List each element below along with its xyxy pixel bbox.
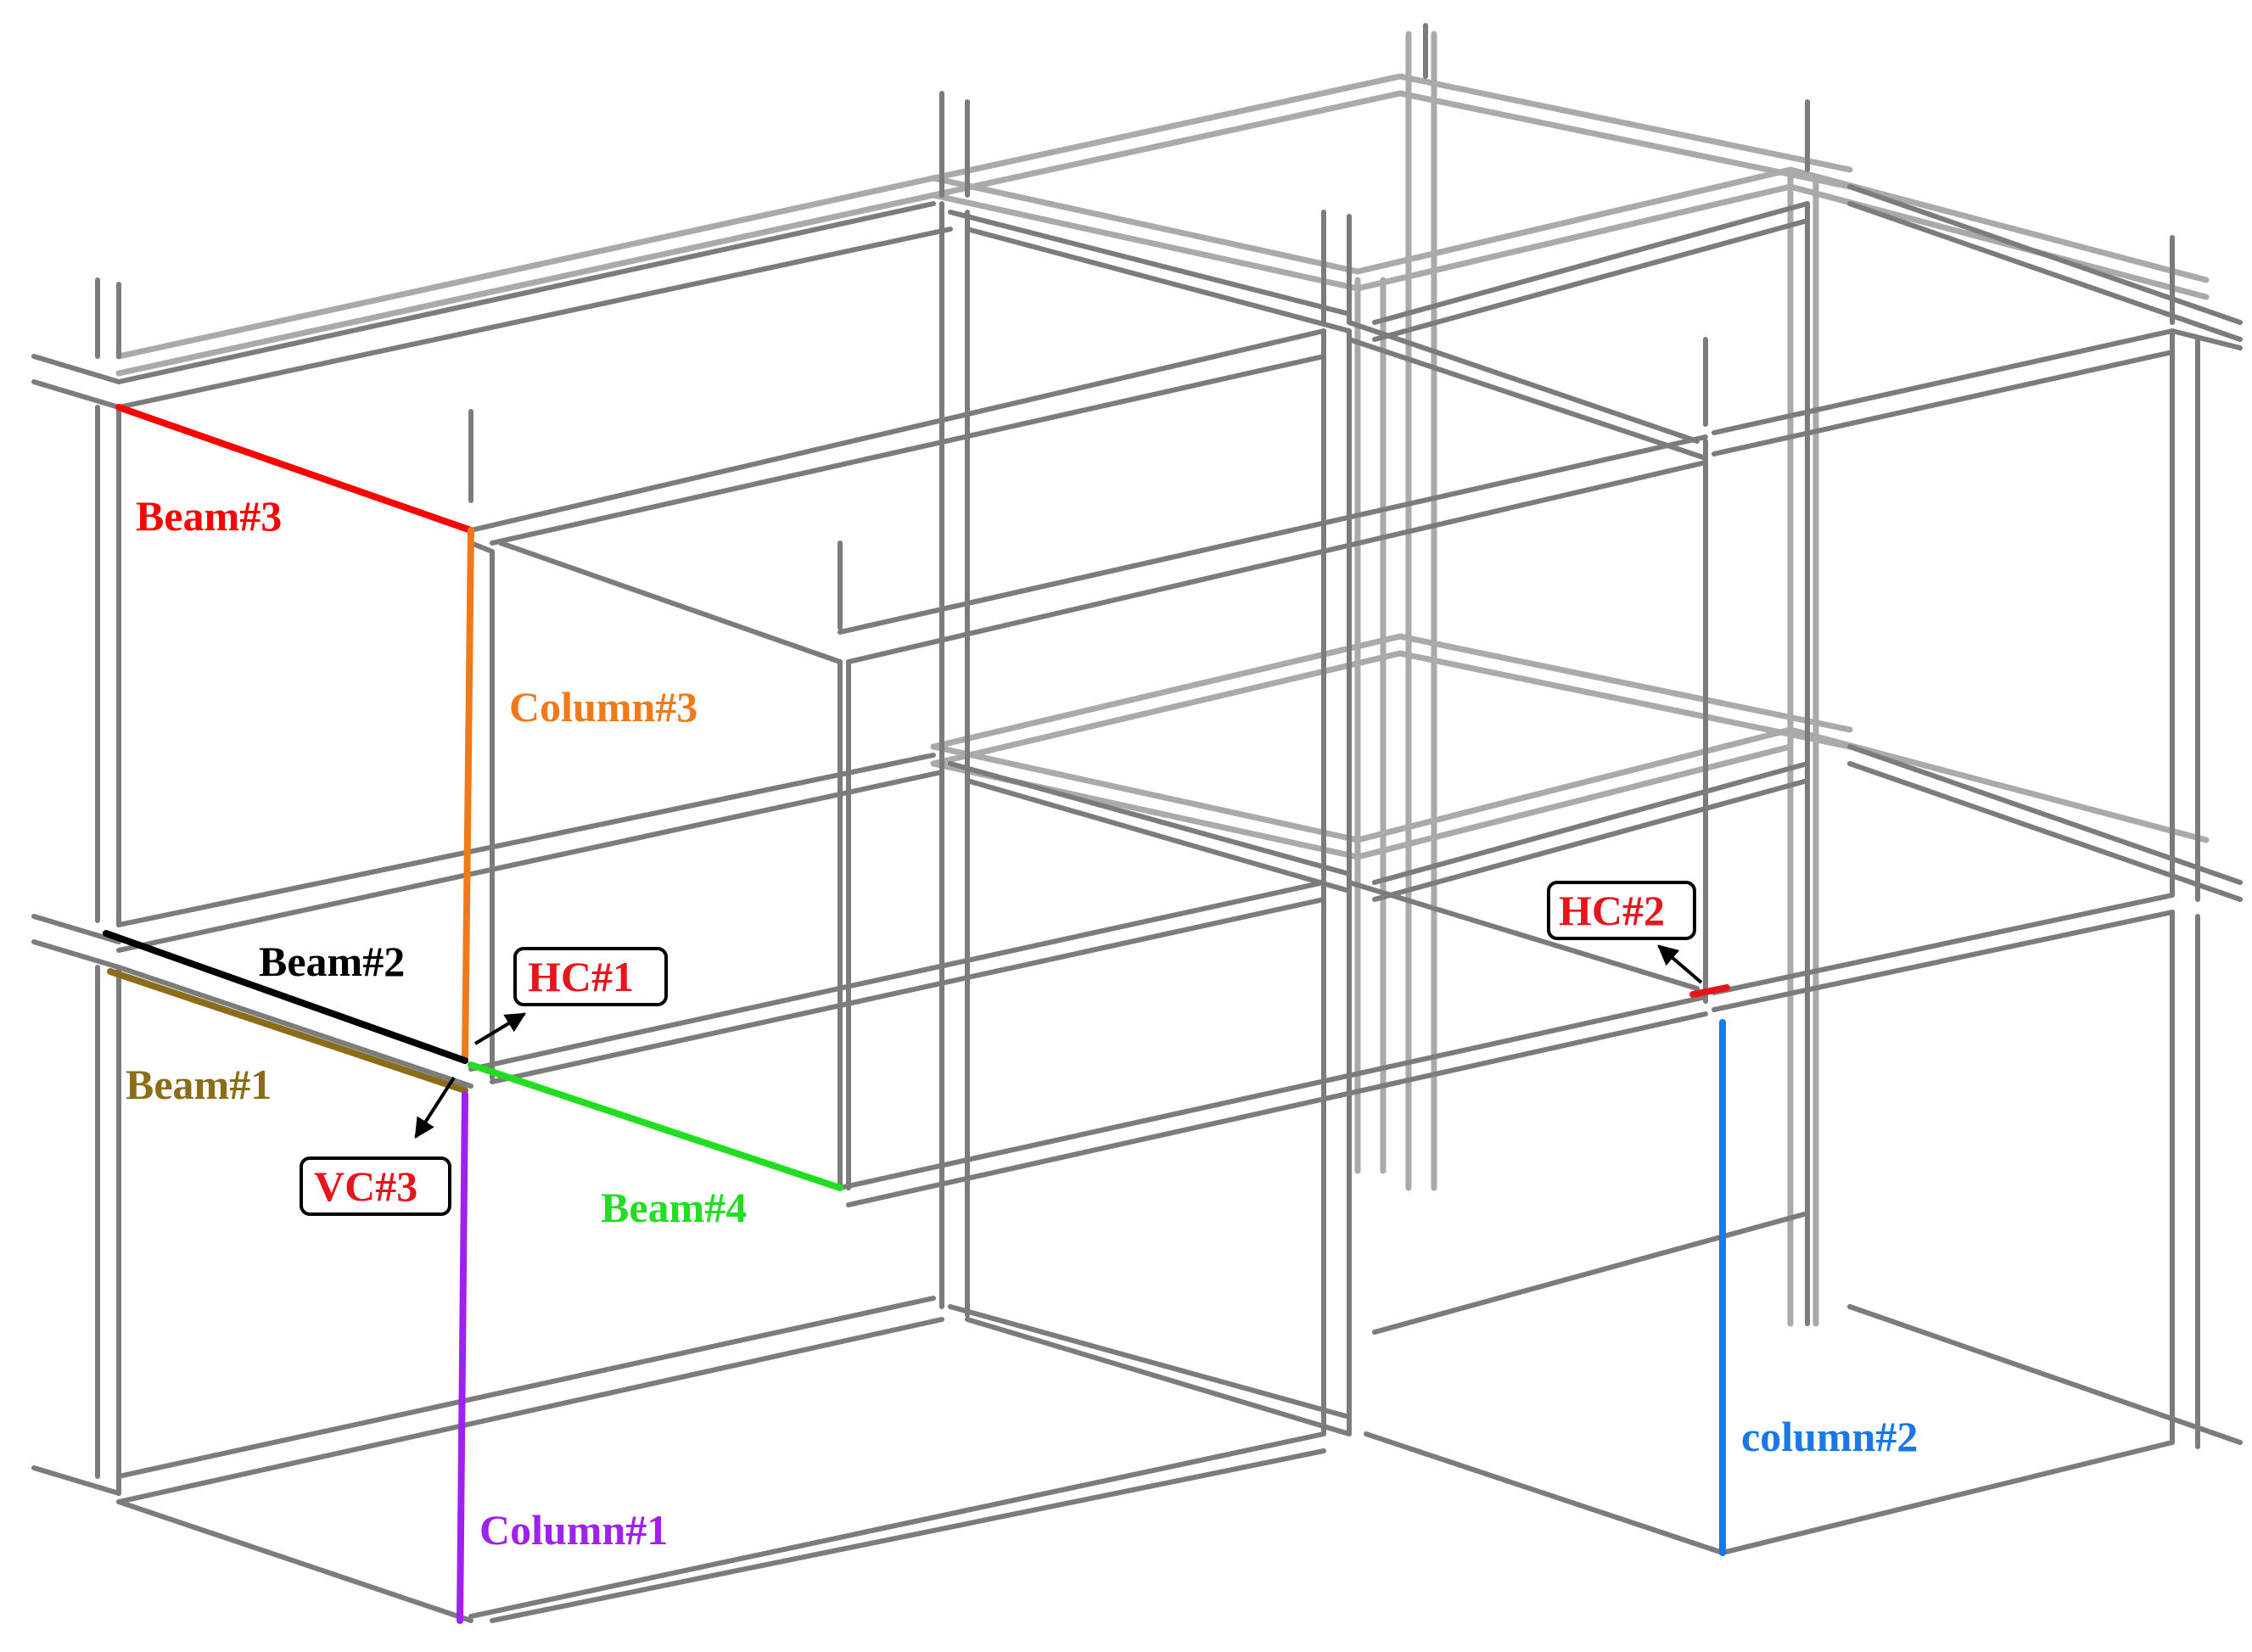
hc1-label: HC#1 [528, 953, 634, 1000]
main-frame-grid [31, 23, 2243, 1623]
column1-member [457, 1091, 468, 1624]
beam4-label: Beam#4 [601, 1184, 747, 1231]
vc3-tag: VC#3 [300, 1156, 451, 1216]
beam1-label: Beam#1 [126, 1061, 272, 1108]
beam2-member [103, 930, 468, 1064]
column1-label: Column#1 [479, 1506, 668, 1554]
column2-label: column#2 [1741, 1413, 1918, 1460]
beam1-member [107, 968, 468, 1094]
beam3-member [115, 404, 474, 534]
vc3-label: VC#3 [314, 1162, 417, 1210]
hc2-connection-mark [1689, 984, 1730, 998]
hc1-arrow [473, 1012, 527, 1045]
hc2-label: HC#2 [1559, 887, 1665, 934]
beam4-member [468, 1061, 843, 1191]
hc2-tag: HC#2 [1547, 881, 1696, 940]
beam2-label: Beam#2 [259, 938, 405, 985]
hc2-arrow [1657, 944, 1703, 984]
column3-member [462, 527, 474, 1064]
far-frame-grid [115, 31, 2210, 1327]
vc3-arrow [414, 1076, 456, 1140]
beam3-label: Beam#3 [136, 492, 282, 540]
column3-label: Column#3 [509, 683, 697, 731]
hc1-tag: HC#1 [513, 947, 668, 1006]
